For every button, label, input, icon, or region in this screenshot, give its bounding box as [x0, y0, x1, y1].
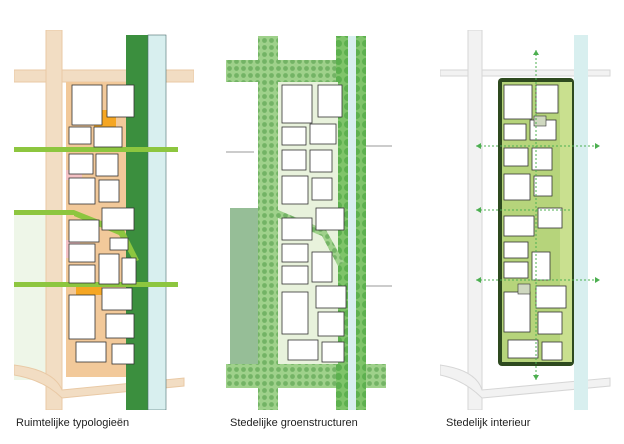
green-corridor-2 [14, 210, 74, 215]
caption-stedelijk-interieur: Stedelijk interieur [446, 417, 531, 429]
tree-row-vertical [258, 36, 278, 410]
panel-stedelijke-groenstructuren [226, 30, 406, 410]
map-ruimtelijke [14, 30, 194, 410]
buildings [281, 84, 347, 363]
green-corridor-3 [14, 282, 178, 287]
water-canal [147, 34, 167, 410]
caption-stedelijke-groenstructuren: Stedelijke groenstructuren [230, 417, 358, 429]
map-interieur [440, 30, 611, 410]
grey-road-vertical [467, 30, 483, 410]
tree-row-top [226, 60, 351, 82]
road-top [14, 69, 194, 83]
interior-arrows [476, 50, 600, 380]
canal [348, 36, 356, 410]
caption-ruimtelijke-typologieen: Ruimtelijke typologieën [16, 417, 130, 429]
pink-strip-1 [66, 170, 82, 180]
side-green [230, 208, 260, 388]
panel-stedelijk-interieur [440, 30, 620, 410]
panel-ruimtelijke-typologieen [14, 30, 194, 410]
canal [574, 35, 588, 410]
accent-block-2 [76, 287, 102, 295]
arrow-heads [476, 50, 600, 380]
green-diagonal [74, 210, 139, 262]
hatched-square-1 [533, 115, 547, 127]
grey-road-bottom [440, 364, 611, 399]
map-groenstructuren [226, 36, 392, 410]
green-corridor-1 [14, 147, 178, 152]
road-vertical [45, 30, 63, 410]
hatched-square-2 [517, 283, 531, 295]
buildings [68, 84, 137, 365]
